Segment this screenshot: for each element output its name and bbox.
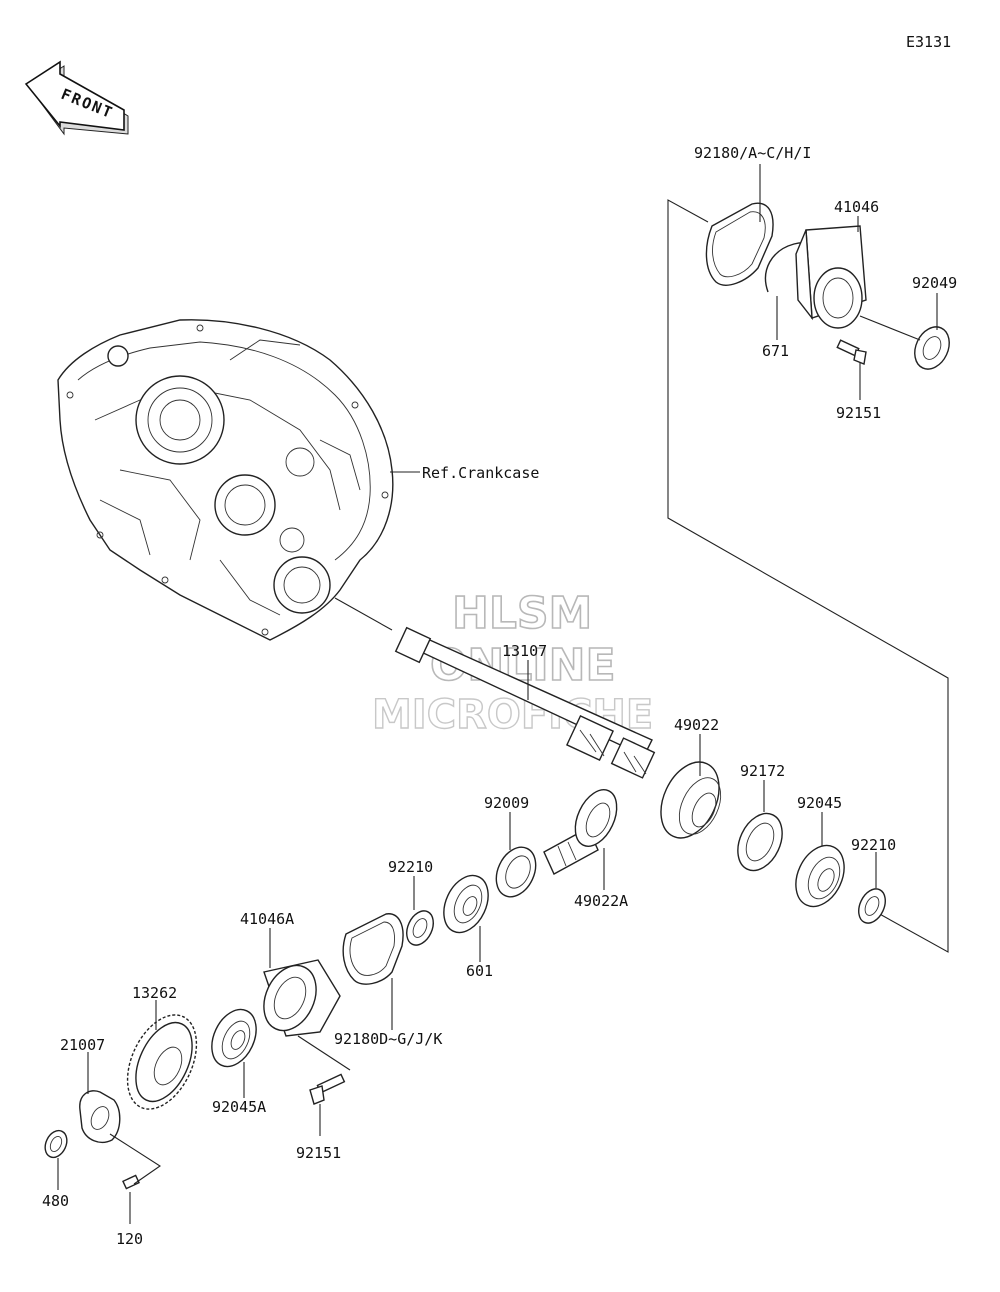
label-92210-mid: 92210 (388, 858, 433, 876)
leader-screw-axis (109, 1133, 161, 1185)
diagram-code: E3131 (906, 33, 951, 51)
label-92049: 92049 (912, 274, 957, 292)
housing-41046 (795, 225, 867, 329)
label-41046: 41046 (834, 198, 879, 216)
front-arrow-icon: FRONT (24, 60, 129, 136)
bearing-92045 (795, 844, 845, 908)
label-120: 120 (116, 1230, 143, 1248)
label-49022: 49022 (674, 716, 719, 734)
circlip-92210-mid (406, 910, 434, 946)
housing-41046a (263, 959, 341, 1037)
axis-92049 (859, 315, 921, 341)
bearing-601 (443, 874, 489, 934)
seal-92049 (914, 326, 950, 370)
shim-92172 (737, 812, 783, 872)
label-92045a: 92045A (212, 1098, 266, 1116)
label-671: 671 (762, 342, 789, 360)
label-49022a: 49022A (574, 892, 628, 910)
label-601: 601 (466, 962, 493, 980)
axis-92151-bottom (297, 1035, 351, 1071)
screw-120 (122, 1174, 140, 1190)
label-92151-top: 92151 (836, 404, 881, 422)
gear-13262 (126, 1014, 198, 1110)
label-92180-ac: 92180/A~C/H/I (694, 144, 811, 162)
label-92172: 92172 (740, 762, 785, 780)
circlip-92210-right (858, 888, 886, 924)
callout-frame (667, 199, 949, 953)
watermark: HLSM ONLINE MICROFICHE (371, 587, 654, 739)
gear-49022 (660, 761, 722, 839)
label-41046a: 41046A (240, 910, 294, 928)
watermark-line-1: HLSM (452, 588, 592, 639)
label-480: 480 (42, 1192, 69, 1210)
label-92045: 92045 (797, 794, 842, 812)
label-13262: 13262 (132, 984, 177, 1002)
label-92210-right: 92210 (851, 836, 896, 854)
pinion-49022a (543, 789, 618, 875)
seal-92009 (495, 846, 537, 898)
circlip-480 (44, 1129, 68, 1159)
plate-21007 (79, 1090, 121, 1144)
label-21007: 21007 (60, 1036, 105, 1054)
label-92180-dg: 92180D~G/J/K (334, 1030, 442, 1048)
bolt-92151-top (836, 339, 867, 365)
gasket-92180 (705, 202, 774, 286)
label-92009: 92009 (484, 794, 529, 812)
bolt-92151-bottom (309, 1073, 346, 1105)
crankcase (57, 319, 394, 641)
label-13107: 13107 (502, 642, 547, 660)
ref-crankcase-label: Ref.Crankcase (422, 464, 539, 482)
shaft-axis-line (334, 597, 393, 631)
gasket-92180d (342, 913, 404, 985)
label-92151-bottom: 92151 (296, 1144, 341, 1162)
bearing-92045a (211, 1008, 257, 1068)
